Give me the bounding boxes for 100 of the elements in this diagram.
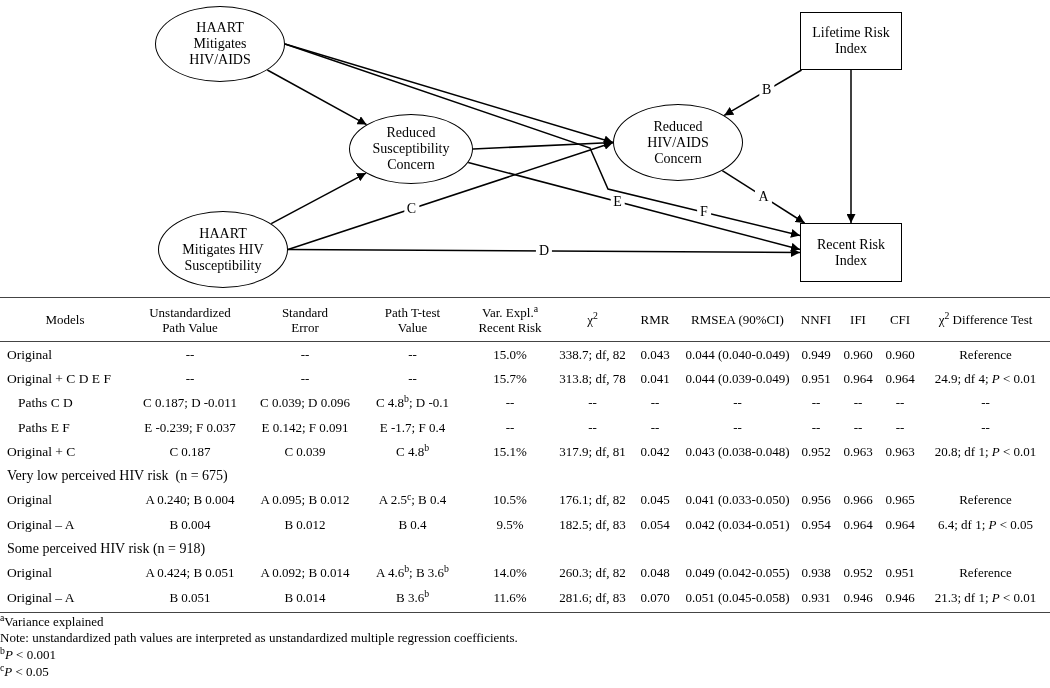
row-label: Original bbox=[6, 565, 53, 581]
data-value: 0.041 bbox=[639, 370, 671, 386]
footnote: $^{c}$P < 0.05 bbox=[0, 663, 49, 681]
edge-label: A bbox=[755, 188, 772, 205]
data-value: 0.070 bbox=[639, 589, 671, 605]
data-value: E -0.239; F 0.037 bbox=[143, 419, 237, 435]
arrow bbox=[287, 247, 801, 257]
data-value: Reference bbox=[958, 346, 1013, 362]
data-value: -- bbox=[299, 370, 311, 386]
data-value: 15.1% bbox=[492, 443, 528, 459]
data-value: 0.931 bbox=[800, 589, 832, 605]
data-value: 15.7% bbox=[492, 370, 528, 386]
data-value: 182.5; df, 83 bbox=[558, 516, 627, 532]
section-heading: Some perceived HIV risk (n = 918) bbox=[6, 541, 206, 556]
data-value: 0.049 (0.042-0.055) bbox=[684, 565, 791, 581]
data-value: 0.044 (0.040-0.049) bbox=[684, 346, 791, 362]
data-value: 15.0% bbox=[492, 346, 528, 362]
data-value: B 0.051 bbox=[168, 589, 212, 605]
data-value: -- bbox=[587, 395, 598, 411]
footnote: Note: unstandardized path values are interpreted as unstandardized multiple regression coefficients. bbox=[0, 630, 518, 647]
data-value: 11.6% bbox=[492, 589, 528, 605]
data-value: 0.951 bbox=[800, 370, 832, 386]
data-value: B 3.6$^{b}$ bbox=[394, 589, 430, 605]
column-header: Var. Expl.$^{a}$ Recent Risk bbox=[477, 304, 543, 335]
data-value: 317.9; df, 81 bbox=[558, 443, 627, 459]
latent-variable-ellipse: HAART Mitigates HIV/AIDS bbox=[155, 6, 285, 82]
data-value: 0.964 bbox=[842, 370, 874, 386]
data-value: B 0.012 bbox=[283, 516, 327, 532]
data-value: -- bbox=[184, 370, 196, 386]
data-value: 9.5% bbox=[495, 516, 525, 532]
observed-variable-box: Recent Risk Index bbox=[800, 223, 902, 282]
row-label: Original bbox=[6, 492, 53, 508]
data-value: 6.4; df 1; P < 0.05 bbox=[936, 516, 1035, 532]
data-value: 24.9; df 4; P < 0.01 bbox=[933, 370, 1038, 386]
row-label: Original + C bbox=[6, 443, 77, 459]
data-value: 0.946 bbox=[884, 589, 916, 605]
data-value: A 0.092; B 0.014 bbox=[259, 565, 351, 581]
data-value: 0.965 bbox=[884, 492, 916, 508]
data-value: -- bbox=[810, 419, 822, 435]
row-label: Original bbox=[6, 346, 53, 362]
data-value: B 0.014 bbox=[283, 589, 327, 605]
data-value: C 4.8$^{b}$ bbox=[394, 443, 430, 459]
data-value: -- bbox=[649, 395, 661, 411]
column-header: Path T-test Value bbox=[383, 304, 442, 335]
data-value: E -1.7; F 0.4 bbox=[378, 419, 447, 435]
data-value: -- bbox=[407, 370, 418, 386]
data-value: -- bbox=[184, 346, 196, 362]
data-value: Reference bbox=[958, 492, 1013, 508]
column-header: RMR bbox=[639, 312, 671, 327]
row-label: Paths E F bbox=[17, 419, 71, 435]
data-value: 313.8; df, 78 bbox=[558, 370, 627, 386]
data-value: -- bbox=[980, 419, 991, 435]
data-value: C 0.039; D 0.096 bbox=[259, 395, 351, 411]
data-value: 0.054 bbox=[639, 516, 671, 532]
data-value: 20.8; df 1; P < 0.01 bbox=[933, 443, 1038, 459]
data-value: 0.966 bbox=[842, 492, 874, 508]
data-value: 10.5% bbox=[492, 492, 528, 508]
column-header: CFI bbox=[888, 312, 912, 327]
data-value: 260.3; df, 82 bbox=[558, 565, 627, 581]
data-value: 0.048 bbox=[639, 565, 671, 581]
data-value: 0.954 bbox=[800, 516, 832, 532]
data-value: -- bbox=[504, 419, 516, 435]
data-value: B 0.4 bbox=[397, 516, 428, 532]
data-value: 0.043 bbox=[639, 346, 671, 362]
data-value: C 4.8$^{b}$; D -0.1 bbox=[374, 395, 451, 411]
footnote: $^{b}$P < 0.001 bbox=[0, 646, 56, 664]
data-value: -- bbox=[504, 395, 516, 411]
data-value: 0.964 bbox=[884, 370, 916, 386]
data-value: 0.041 (0.033-0.050) bbox=[684, 492, 791, 508]
data-value: 0.042 (0.034-0.051) bbox=[684, 516, 791, 532]
data-value: -- bbox=[894, 395, 906, 411]
data-value: 0.952 bbox=[800, 443, 832, 459]
data-value: 0.963 bbox=[884, 443, 916, 459]
footnote: $^{a}$Variance explained bbox=[0, 614, 104, 631]
data-value: -- bbox=[732, 419, 743, 435]
data-value: 0.960 bbox=[884, 346, 916, 362]
column-header: IFI bbox=[849, 312, 867, 327]
observed-variable-box: Lifetime Risk Index bbox=[800, 12, 902, 70]
latent-variable-ellipse: Reduced HIV/AIDS Concern bbox=[613, 104, 743, 181]
data-value: 0.045 bbox=[639, 492, 671, 508]
data-value: -- bbox=[852, 395, 864, 411]
data-value: 0.042 bbox=[639, 443, 671, 459]
arrow bbox=[266, 69, 368, 126]
data-value: A 2.5$^{c}$; B 0.4 bbox=[377, 492, 448, 508]
data-value: 0.956 bbox=[800, 492, 832, 508]
data-value: -- bbox=[810, 395, 822, 411]
data-value: C 0.187; D -0.011 bbox=[142, 395, 238, 411]
data-value: B 0.004 bbox=[168, 516, 212, 532]
column-header: Standard Error bbox=[280, 304, 330, 335]
row-label: Original + C D E F bbox=[6, 370, 112, 386]
data-value: -- bbox=[980, 395, 991, 411]
data-value: -- bbox=[407, 346, 418, 362]
data-value: 14.0% bbox=[492, 565, 528, 581]
column-header: χ$^{2}$ Difference Test bbox=[937, 312, 1034, 327]
data-value: 0.952 bbox=[842, 565, 874, 581]
data-value: 0.964 bbox=[884, 516, 916, 532]
data-value: C 0.039 bbox=[283, 443, 327, 459]
latent-variable-ellipse: HAART Mitigates HIV Susceptibility bbox=[158, 211, 288, 288]
data-value: 0.963 bbox=[842, 443, 874, 459]
arrow bbox=[846, 69, 856, 224]
